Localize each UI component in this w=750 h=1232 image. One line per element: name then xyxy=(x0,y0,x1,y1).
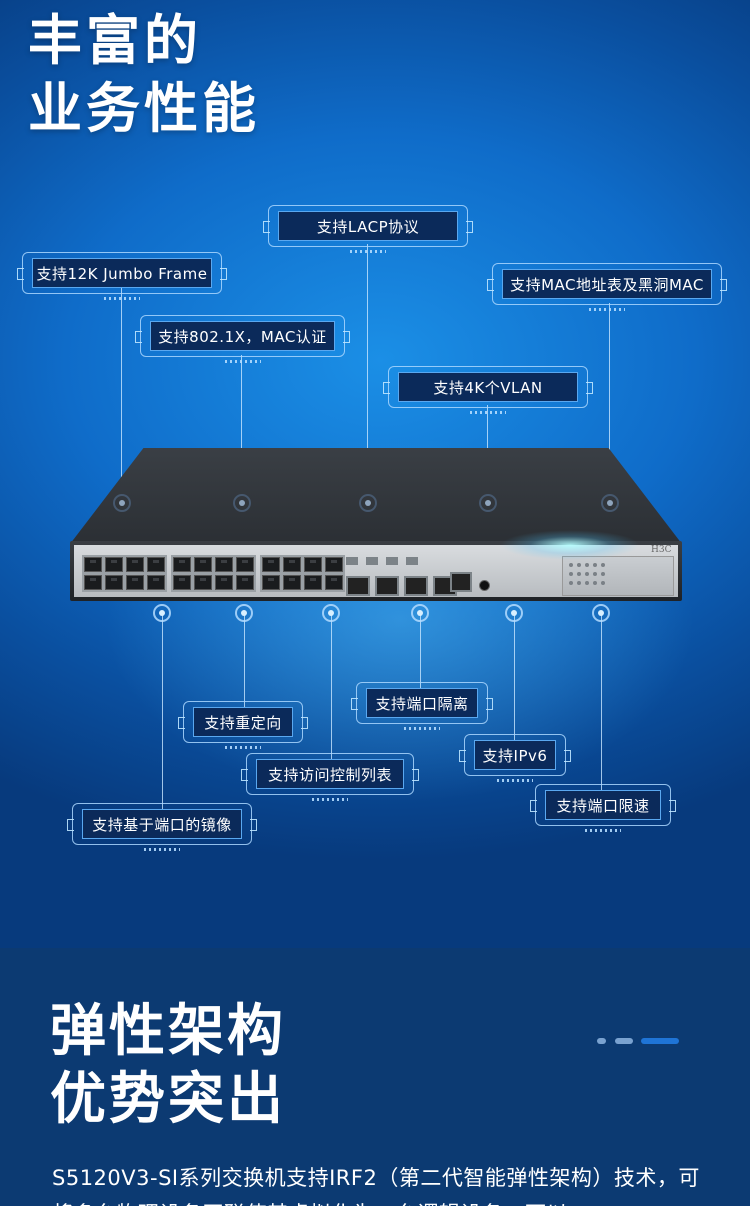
section2-body-text: S5120V3-SI系列交换机支持IRF2（第二代智能弹性架构）技术，可将多台物… xyxy=(52,1166,700,1226)
feature-callout-acl: 支持访问控制列表 xyxy=(241,753,419,801)
connector-line xyxy=(367,244,368,503)
feature-callout-ipv6: 支持IPv6 xyxy=(459,734,571,782)
section2-title-line2: 优势突出 xyxy=(50,1067,286,1132)
connector-line xyxy=(609,303,610,503)
target-marker-icon xyxy=(411,604,429,622)
rj45-port-group xyxy=(171,555,256,592)
feature-callout-vlan: 支持4K个VLAN xyxy=(383,366,593,414)
features-section: 丰富的 业务性能 H3C xyxy=(0,0,750,948)
reset-button-icon xyxy=(479,580,490,591)
target-marker-icon xyxy=(113,494,131,512)
pager-dot xyxy=(597,1038,606,1044)
target-marker-icon xyxy=(235,604,253,622)
sfp-led-row xyxy=(346,557,418,565)
connector-line xyxy=(420,614,421,688)
feature-callout-jumbo-frame: 支持12K Jumbo Frame xyxy=(17,252,227,300)
section2-title-line1: 弹性架构 xyxy=(50,999,286,1064)
rj45-port-group xyxy=(260,555,345,592)
feature-callout-8021x: 支持802.1X，MAC认证 xyxy=(135,315,350,363)
switch-top-cover xyxy=(70,448,682,544)
console-port xyxy=(450,572,472,592)
target-marker-icon xyxy=(359,494,377,512)
target-marker-icon xyxy=(153,604,171,622)
connector-line xyxy=(514,614,515,740)
connector-line xyxy=(121,287,122,503)
rj45-port-group xyxy=(82,555,167,592)
target-marker-icon xyxy=(505,604,523,622)
feature-callout-redirect: 支持重定向 xyxy=(178,701,308,749)
target-marker-icon xyxy=(233,494,251,512)
connector-line xyxy=(331,614,332,760)
target-marker-icon xyxy=(322,604,340,622)
status-led-panel xyxy=(562,556,674,596)
elastic-architecture-section xyxy=(0,948,750,1206)
section-title-line2: 业务性能 xyxy=(28,77,260,140)
pager-dot xyxy=(615,1038,633,1044)
connector-line xyxy=(601,614,602,790)
sfp-port-group xyxy=(346,576,457,596)
connector-line xyxy=(244,614,245,708)
feature-callout-lacp: 支持LACP协议 xyxy=(263,205,473,253)
feature-callout-mac-table: 支持MAC地址表及黑洞MAC xyxy=(487,263,727,311)
target-marker-icon xyxy=(592,604,610,622)
section-title-line1: 丰富的 xyxy=(28,9,202,72)
target-marker-icon xyxy=(479,494,497,512)
feature-callout-port-mirror: 支持基于端口的镜像 xyxy=(67,803,257,851)
pager-dot-active xyxy=(641,1038,679,1044)
brand-logo: H3C xyxy=(651,545,672,555)
target-marker-icon xyxy=(601,494,619,512)
connector-line xyxy=(162,614,163,810)
connector-line xyxy=(241,355,242,503)
feature-callout-rate-limit: 支持端口限速 xyxy=(530,784,676,832)
feature-callout-port-isolation: 支持端口隔离 xyxy=(351,682,493,730)
